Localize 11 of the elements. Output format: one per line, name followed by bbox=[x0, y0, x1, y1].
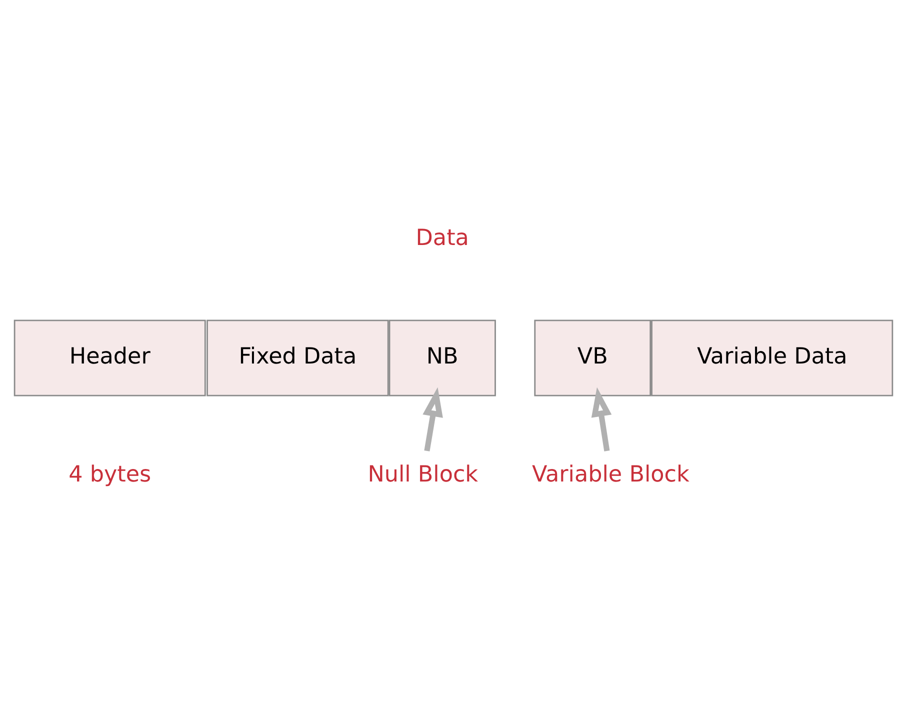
node-box: Variable Data bbox=[650, 319, 893, 396]
arrow bbox=[590, 386, 612, 451]
node-box: Fixed Data bbox=[206, 319, 388, 396]
node-text: Variable Block bbox=[532, 461, 689, 488]
label: Data bbox=[415, 224, 468, 251]
node-box: NB bbox=[388, 319, 496, 396]
label: 4 bytes bbox=[68, 461, 151, 488]
node-text: Null Block bbox=[367, 461, 478, 488]
node-box: VB bbox=[534, 319, 651, 396]
arrow bbox=[422, 386, 442, 451]
node-box: Header bbox=[13, 319, 206, 396]
